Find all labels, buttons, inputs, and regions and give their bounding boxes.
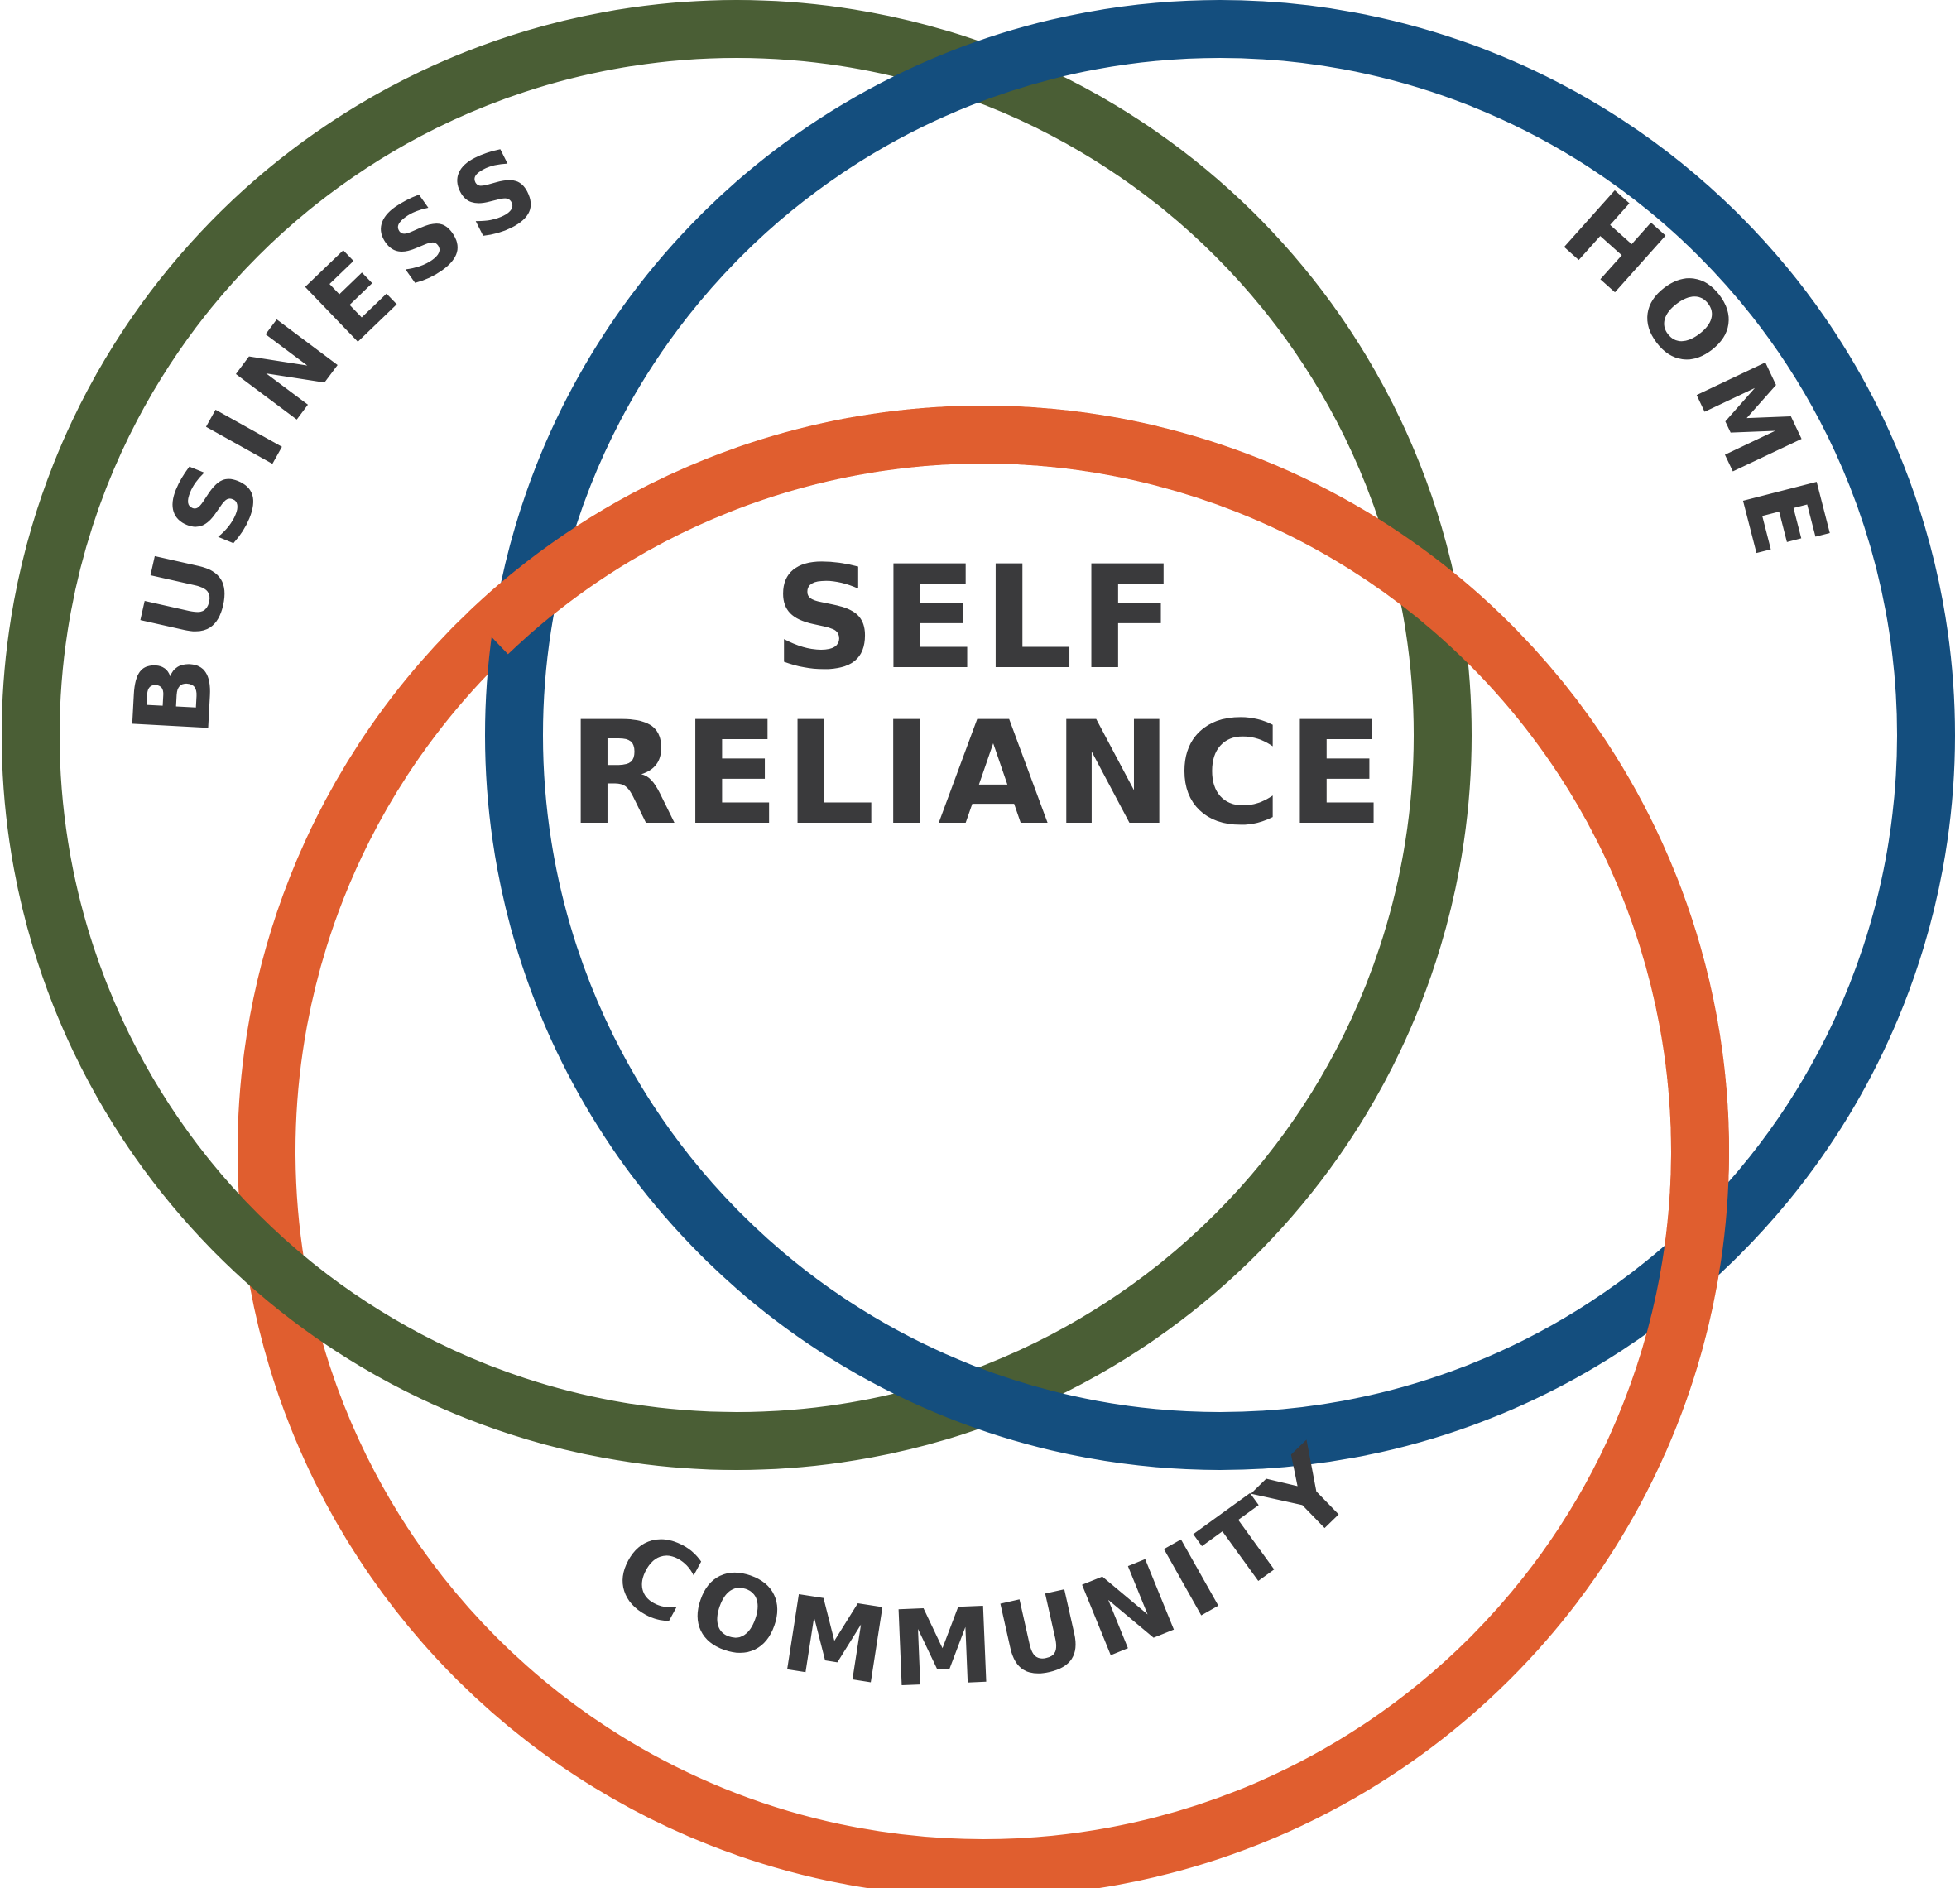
community-ring-top — [238, 406, 1729, 1888]
center-label-line1: SELF — [773, 535, 1180, 701]
business-ring — [2, 0, 1472, 1470]
center-label-line2: RELIANCE — [568, 690, 1389, 857]
home-ring — [485, 0, 1955, 1470]
